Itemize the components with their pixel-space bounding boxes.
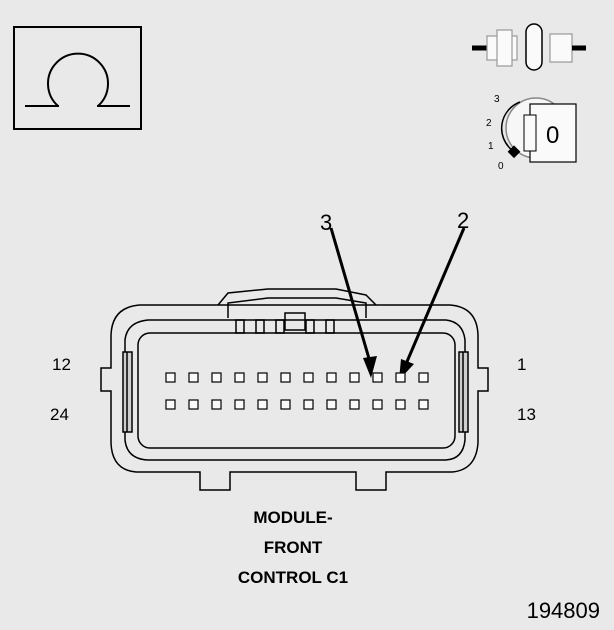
pin-cavity-9 xyxy=(234,372,245,383)
pin-cavity-5 xyxy=(326,372,337,383)
callout-2: 2 xyxy=(457,208,470,233)
pin-cavity-18 xyxy=(303,399,314,410)
pin-cavity-6 xyxy=(303,372,314,383)
connector-body xyxy=(100,288,489,491)
pin-cavity-23 xyxy=(188,399,199,410)
pin-cavity-15 xyxy=(372,399,383,410)
pin-cavity-3 xyxy=(372,372,383,383)
ignition-position-0: 0 xyxy=(498,161,504,172)
pin-cavity-4 xyxy=(349,372,360,383)
disconnected-connector-icon xyxy=(472,23,586,71)
caption-line-2: FRONT xyxy=(263,538,323,557)
pin-label-24: 24 xyxy=(50,405,69,424)
pin-cavity-16 xyxy=(349,399,360,410)
pin-label-1: 1 xyxy=(517,355,527,374)
ignition-position-2: 2 xyxy=(486,118,492,129)
pin-cavities xyxy=(165,372,429,410)
pin-cavity-20 xyxy=(257,399,268,410)
pin-cavity-13 xyxy=(418,399,429,410)
pin-label-13: 13 xyxy=(517,405,536,424)
pin-cavity-24 xyxy=(165,399,176,410)
ignition-position-1: 1 xyxy=(488,141,494,152)
pin-cavity-17 xyxy=(326,399,337,410)
pin-cavity-7 xyxy=(280,372,291,383)
ignition-key-icon xyxy=(500,97,577,163)
ignition-key-label: 0 xyxy=(546,122,560,149)
caption-line-3: CONTROL C1 xyxy=(237,568,349,587)
callout-arrows xyxy=(329,227,466,380)
figure-id: 194809 xyxy=(526,598,600,623)
callout-3: 3 xyxy=(320,210,333,235)
pin-cavity-19 xyxy=(280,399,291,410)
pin-cavity-2 xyxy=(395,372,406,383)
ignition-position-3: 3 xyxy=(494,94,500,105)
ohm-icon xyxy=(13,26,142,130)
pin-cavity-21 xyxy=(234,399,245,410)
caption-line-1: MODULE- xyxy=(253,508,333,527)
pin-cavity-14 xyxy=(395,399,406,410)
pin-cavity-11 xyxy=(188,372,199,383)
pin-label-12: 12 xyxy=(52,355,71,374)
pin-cavity-10 xyxy=(211,372,222,383)
pin-cavity-12 xyxy=(165,372,176,383)
pin-cavity-1 xyxy=(418,372,429,383)
pin-cavity-22 xyxy=(211,399,222,410)
pin-cavity-8 xyxy=(257,372,268,383)
